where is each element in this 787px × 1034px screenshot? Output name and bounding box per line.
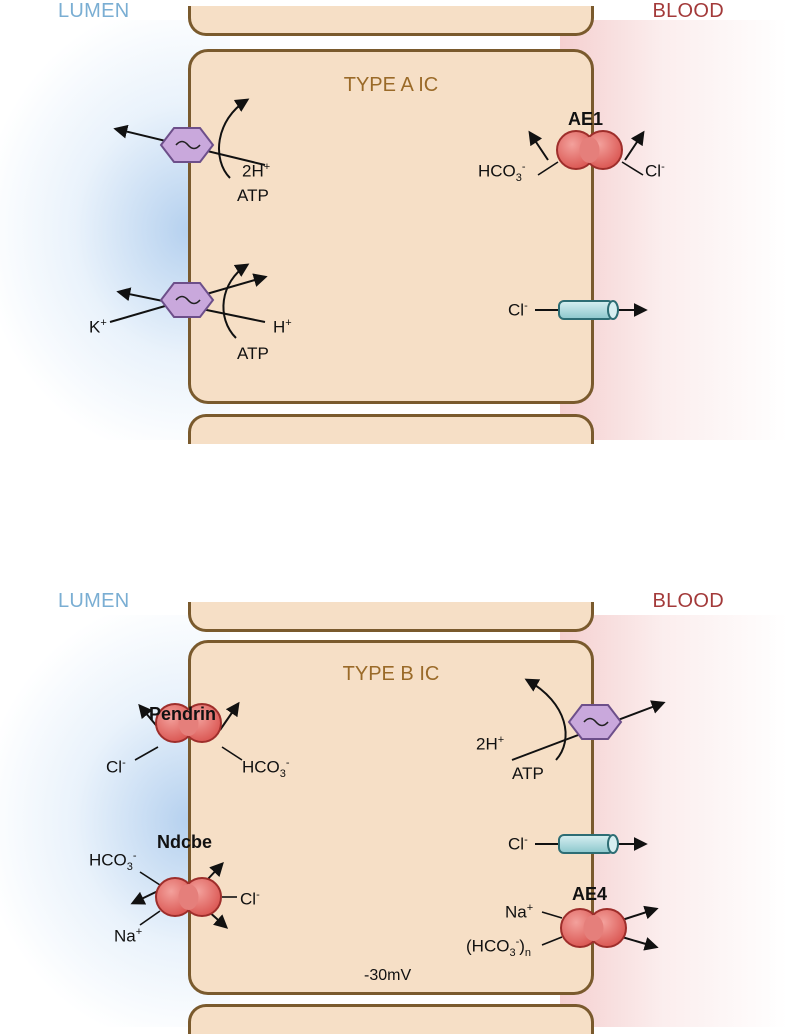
membrane-potential: -30mV (364, 967, 412, 984)
ndcbe-exchanger (130, 861, 237, 929)
arrow-icon (218, 98, 250, 179)
type-b-panel: LUMEN BLOOD TYPE B IC (0, 585, 787, 1034)
pump2-product-label: H+ (273, 317, 292, 337)
type-a-cell: TYPE A IC (188, 49, 594, 404)
ae1-exchanger (528, 130, 645, 176)
ae1-name: AE1 (568, 109, 604, 129)
blood-label: BLOOD (652, 0, 724, 22)
ae4-name: AE4 (572, 884, 608, 904)
arrow-icon (621, 936, 659, 951)
arrow-icon (222, 263, 250, 339)
blood-gradient (560, 615, 787, 1027)
arrow-icon (621, 905, 659, 921)
arrow-icon (624, 130, 645, 161)
channel-icon (558, 300, 614, 320)
pump2-input-label: K+ (89, 317, 107, 337)
arrow-icon (130, 889, 161, 905)
h-atpase-pump-basolateral (511, 678, 666, 761)
pump-atp-label: ATP (512, 764, 544, 783)
ae4-ion2: (HCO3-)n (466, 936, 532, 960)
channel-ion-label: Cl- (508, 834, 528, 854)
type-b-transporters (130, 678, 666, 951)
lumen-label: LUMEN (58, 0, 130, 22)
neighbor-cell-bottom (188, 414, 594, 444)
arrow-icon (206, 861, 224, 881)
pump2-atp-label: ATP (237, 344, 269, 363)
pump1-atp-label: ATP (237, 186, 269, 205)
pump-product-label: 2H+ (476, 734, 505, 754)
pendrin-exchanger (134, 701, 243, 761)
ae1-left-ion: HCO3- (478, 161, 526, 185)
pump1-product-label: 2H+ (242, 161, 271, 181)
cl-channel (535, 834, 648, 854)
blood-gradient (560, 20, 787, 440)
type-a-transporters (109, 98, 648, 339)
ndcbe-name: Ndcbe (157, 832, 213, 852)
h-atpase-pump-1 (113, 98, 266, 179)
arrow-icon (528, 130, 549, 161)
channel-ion-label: Cl- (508, 300, 528, 320)
ae4-exchanger (541, 905, 659, 951)
arrow-icon (219, 701, 240, 731)
blood-label: BLOOD (652, 590, 724, 612)
neighbor-cell-top (188, 6, 594, 36)
pendrin-name: Pendrin (149, 704, 217, 724)
pendrin-left-ion: Cl- (106, 757, 126, 777)
hk-atpase-pump (109, 263, 268, 339)
ndcbe-ion1: HCO3- (89, 850, 137, 874)
neighbor-cell-top (188, 602, 594, 632)
ae1-right-ion: Cl- (645, 161, 665, 181)
pendrin-right-ion: HCO3- (242, 757, 290, 781)
cell-title: TYPE A IC (343, 74, 439, 96)
lumen-label: LUMEN (58, 590, 130, 612)
ndcbe-ion3: Cl- (240, 889, 260, 909)
type-b-cell: TYPE B IC (188, 640, 594, 995)
ae4-ion1: Na+ (505, 902, 534, 922)
channel-icon (558, 834, 614, 854)
type-a-panel: LUMEN BLOOD TYPE A IC (0, 0, 787, 444)
arrow-icon (524, 678, 567, 761)
ndcbe-ion2: Na+ (114, 926, 143, 946)
cell-title: TYPE B IC (342, 663, 440, 685)
cl-channel (535, 300, 648, 320)
